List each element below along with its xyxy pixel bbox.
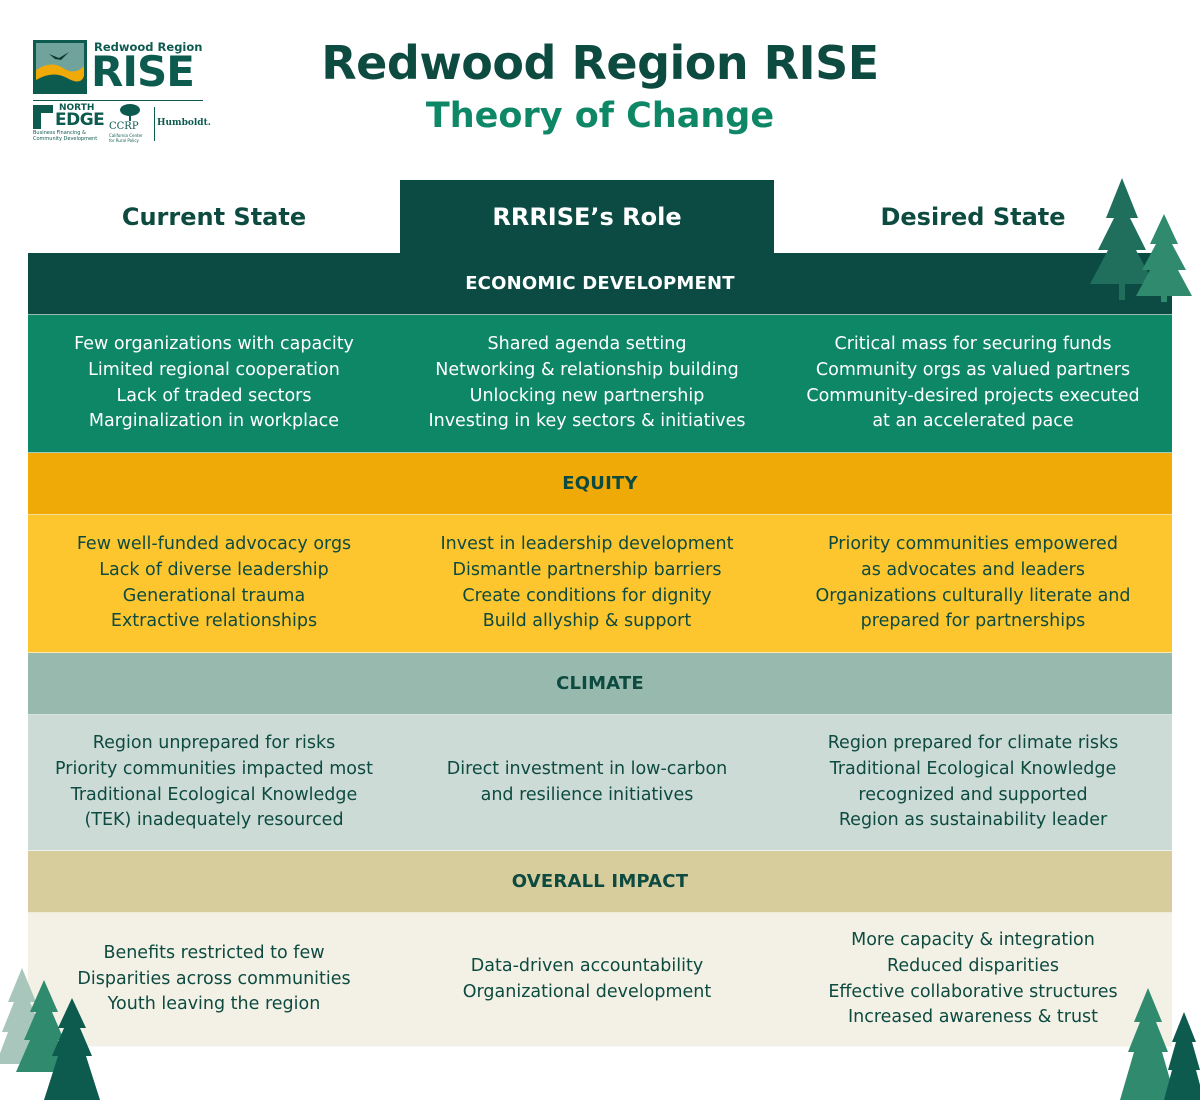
northedge-mark-icon bbox=[33, 105, 53, 129]
list-item: Data-driven accountability bbox=[470, 955, 704, 976]
cell-role: Invest in leadership development Dismant… bbox=[400, 515, 774, 652]
list-item: Unlocking new partnership bbox=[469, 385, 705, 406]
list-item: at an accelerated pace bbox=[872, 411, 1074, 432]
section-row-equity: Few well-funded advocacy orgs Lack of di… bbox=[28, 515, 1172, 653]
partner-logos: NORTH EDGE Business Financing & Communit… bbox=[33, 103, 211, 145]
logo-region-text: Redwood Region bbox=[94, 40, 203, 54]
list-item: Benefits restricted to few bbox=[103, 943, 325, 964]
humboldt-logo: Humboldt. bbox=[157, 118, 211, 128]
list-item: and resilience initiatives bbox=[480, 784, 694, 805]
list-item: Lack of traded sectors bbox=[116, 385, 312, 406]
list-item: Disparities across communities bbox=[77, 968, 351, 989]
list-item: Lack of diverse leadership bbox=[99, 559, 329, 580]
cell-current-state: Region unprepared for risks Priority com… bbox=[28, 715, 400, 850]
list-item: Investing in key sectors & initiatives bbox=[428, 411, 746, 432]
column-header-desired-state: Desired State bbox=[880, 202, 1066, 231]
list-item: Traditional Ecological Knowledge bbox=[829, 758, 1117, 779]
list-item: Effective collaborative structures bbox=[828, 981, 1118, 1002]
list-item: Priority communities impacted most bbox=[55, 758, 373, 779]
list-item: Build allyship & support bbox=[482, 611, 692, 632]
oak-tree-icon bbox=[120, 104, 140, 121]
humboldt-divider bbox=[154, 107, 155, 141]
theory-of-change-table: ECONOMIC DEVELOPMENT Few organizations w… bbox=[28, 253, 1172, 1047]
ccrp-logo: CCRP California Center for Rural Policy bbox=[109, 103, 155, 145]
cell-desired-state: Priority communities empowered as advoca… bbox=[774, 515, 1172, 652]
ccrp-subtitle: California Center for Rural Policy bbox=[109, 133, 143, 143]
list-item: Traditional Ecological Knowledge bbox=[70, 784, 358, 805]
cell-current-state: Few organizations with capacity Limited … bbox=[28, 315, 400, 452]
cell-role: Data-driven accountability Organizationa… bbox=[400, 913, 774, 1046]
section-heading-economic-development: ECONOMIC DEVELOPMENT bbox=[28, 253, 1172, 315]
northedge-sub-line1: Business Financing & bbox=[33, 130, 86, 136]
ccrp-text: CCRP bbox=[109, 121, 139, 132]
northedge-north-text: NORTH bbox=[59, 103, 95, 113]
list-item: Direct investment in low-carbon bbox=[446, 758, 728, 779]
list-item: Region as sustainability leader bbox=[838, 810, 1108, 831]
list-item: Community orgs as valued partners bbox=[815, 359, 1131, 380]
list-item: Region prepared for climate risks bbox=[827, 733, 1119, 754]
list-item: prepared for partnerships bbox=[860, 611, 1086, 632]
list-item: More capacity & integration bbox=[851, 930, 1095, 951]
bird-over-hills-icon bbox=[33, 40, 87, 94]
logo-rise-text: RISE bbox=[91, 47, 195, 96]
list-item: Priority communities empowered bbox=[828, 534, 1118, 555]
list-item: Critical mass for securing funds bbox=[834, 334, 1112, 355]
cell-role: Direct investment in low-carbon and resi… bbox=[400, 715, 774, 850]
list-item: as advocates and leaders bbox=[861, 559, 1085, 580]
ccrp-sub-line2: for Rural Policy bbox=[109, 138, 139, 143]
pine-tree-icon bbox=[1090, 178, 1192, 302]
logo-top: Redwood Region RISE bbox=[33, 40, 203, 98]
list-item: Youth leaving the region bbox=[107, 994, 321, 1015]
column-header-current-state: Current State bbox=[121, 202, 307, 231]
cell-current-state: Benefits restricted to few Disparities a… bbox=[28, 913, 400, 1046]
cell-role: Shared agenda setting Networking & relat… bbox=[400, 315, 774, 452]
northedge-subtitle: Business Financing & Community Developme… bbox=[33, 130, 97, 142]
cell-desired-state: Region prepared for climate risks Tradit… bbox=[774, 715, 1172, 850]
cell-desired-state: Critical mass for securing funds Communi… bbox=[774, 315, 1172, 452]
list-item: Marginalization in workplace bbox=[88, 411, 340, 432]
section-row-overall-impact: Benefits restricted to few Disparities a… bbox=[28, 913, 1172, 1047]
section-heading-climate: CLIMATE bbox=[28, 653, 1172, 715]
cell-desired-state: More capacity & integration Reduced disp… bbox=[774, 913, 1172, 1046]
list-item: Limited regional cooperation bbox=[88, 359, 340, 380]
list-item: recognized and supported bbox=[858, 784, 1088, 805]
pine-tree-icon bbox=[0, 968, 100, 1100]
list-item: Shared agenda setting bbox=[487, 334, 687, 355]
section-heading-equity: EQUITY bbox=[28, 453, 1172, 515]
rise-logo: Redwood Region RISE NORTH EDGE Business … bbox=[33, 40, 211, 145]
list-item: Create conditions for dignity bbox=[462, 585, 712, 606]
list-item: Invest in leadership development bbox=[440, 534, 734, 555]
list-item: Extractive relationships bbox=[110, 611, 318, 632]
page-title: Redwood Region RISE bbox=[321, 36, 879, 90]
page-subtitle: Theory of Change bbox=[425, 96, 775, 136]
list-item: Few organizations with capacity bbox=[74, 334, 354, 355]
list-item: Organizations culturally literate and bbox=[815, 585, 1131, 606]
cell-current-state: Few well-funded advocacy orgs Lack of di… bbox=[28, 515, 400, 652]
list-item: Region unprepared for risks bbox=[92, 733, 336, 754]
list-item: Networking & relationship building bbox=[435, 359, 739, 380]
list-item: Few well-funded advocacy orgs bbox=[76, 534, 352, 555]
northedge-logo: NORTH EDGE Business Financing & Communit… bbox=[33, 103, 105, 145]
pine-tree-icon bbox=[1120, 988, 1200, 1100]
section-heading-overall-impact: OVERALL IMPACT bbox=[28, 851, 1172, 913]
section-row-economic-development: Few organizations with capacity Limited … bbox=[28, 315, 1172, 453]
list-item: (TEK) inadequately resourced bbox=[84, 810, 344, 831]
northedge-sub-line2: Community Development bbox=[33, 136, 98, 142]
list-item: Dismantle partnership barriers bbox=[452, 559, 722, 580]
ccrp-sub-line1: California Center bbox=[109, 133, 143, 138]
column-header-role: RRRISE’s Role bbox=[400, 180, 774, 253]
list-item: Increased awareness & trust bbox=[847, 1007, 1099, 1028]
logo-divider bbox=[33, 100, 203, 101]
list-item: Community-desired projects executed bbox=[806, 385, 1140, 406]
list-item: Organizational development bbox=[462, 981, 712, 1002]
section-row-climate: Region unprepared for risks Priority com… bbox=[28, 715, 1172, 851]
northedge-edge-text: EDGE bbox=[55, 110, 105, 130]
list-item: Generational trauma bbox=[122, 585, 306, 606]
list-item: Reduced disparities bbox=[887, 955, 1059, 976]
